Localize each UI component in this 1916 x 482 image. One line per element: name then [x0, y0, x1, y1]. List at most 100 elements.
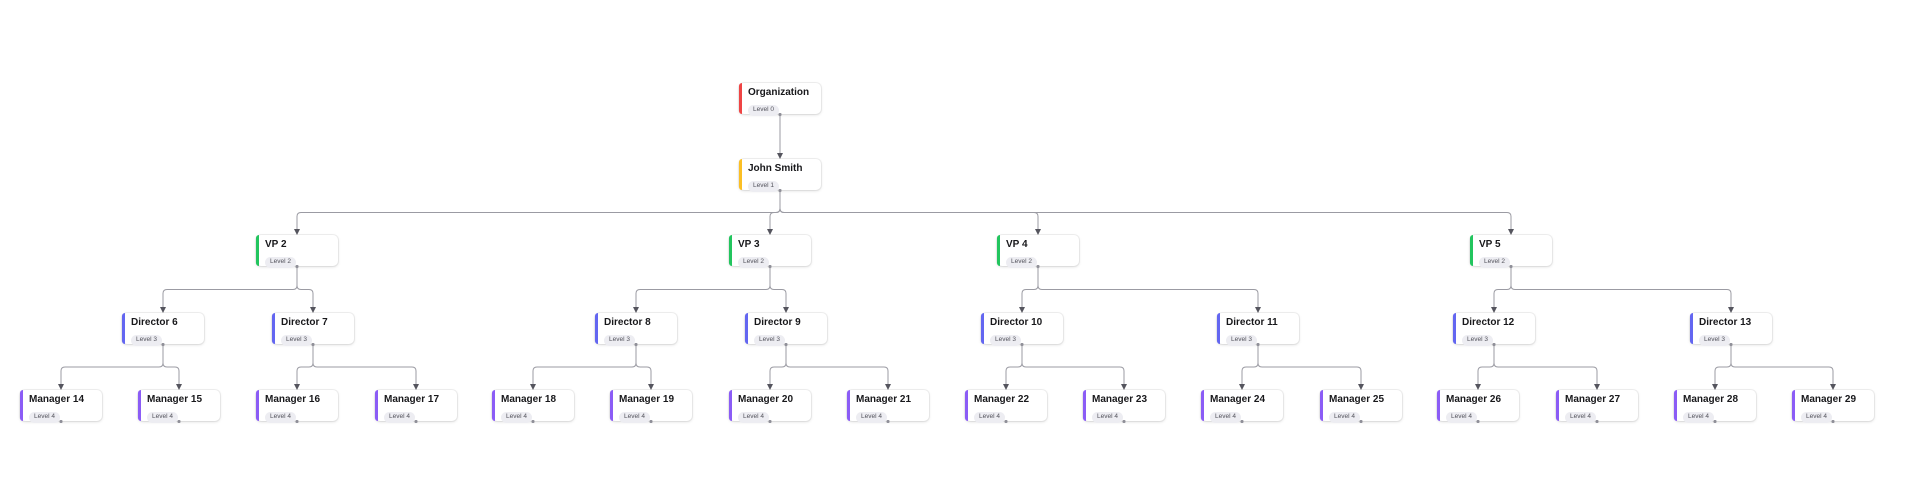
- handle-bottom[interactable]: [886, 420, 890, 423]
- level-badge: Level 3: [1699, 335, 1730, 346]
- level-accent-bar: [739, 159, 742, 190]
- node-title: Manager 22: [974, 394, 1030, 405]
- node-title: Director 7: [281, 317, 328, 328]
- handle-bottom[interactable]: [778, 189, 782, 192]
- handle-bottom[interactable]: [531, 420, 535, 423]
- level-accent-bar: [1437, 390, 1440, 421]
- edge-john-vp5: [779, 190, 1514, 235]
- node-title: John Smith: [748, 163, 803, 174]
- level-accent-bar: [20, 390, 23, 421]
- edge-d8-m18: [530, 344, 637, 390]
- handle-bottom[interactable]: [59, 420, 63, 423]
- level-badge: Level 4: [1801, 412, 1832, 423]
- level-accent-bar: [745, 313, 748, 344]
- handle-bottom[interactable]: [311, 343, 315, 346]
- handle-bottom[interactable]: [1020, 343, 1024, 346]
- handle-bottom[interactable]: [1240, 420, 1244, 423]
- handle-bottom[interactable]: [784, 343, 788, 346]
- edge-john-vp2: [294, 190, 781, 235]
- handle-bottom[interactable]: [1256, 343, 1260, 346]
- node-title: Organization: [748, 87, 810, 98]
- handle-bottom[interactable]: [778, 113, 782, 116]
- handle-bottom[interactable]: [1359, 420, 1363, 423]
- level-badge: Level 3: [1226, 335, 1257, 346]
- level-accent-bar: [272, 313, 275, 344]
- handle-bottom[interactable]: [1713, 420, 1717, 423]
- edge-vp2-d6: [160, 266, 298, 313]
- handle-bottom[interactable]: [1595, 420, 1599, 423]
- handle-bottom[interactable]: [414, 420, 418, 423]
- handle-bottom[interactable]: [1729, 343, 1733, 346]
- level-badge: Level 3: [281, 335, 312, 346]
- level-accent-bar: [595, 313, 598, 344]
- handle-bottom[interactable]: [1476, 420, 1480, 423]
- handle-bottom[interactable]: [1492, 343, 1496, 346]
- node-title: VP 2: [265, 239, 287, 250]
- level-accent-bar: [1674, 390, 1677, 421]
- handle-bottom[interactable]: [1004, 420, 1008, 423]
- node-title: Manager 15: [147, 394, 203, 405]
- edge-d6-m14: [58, 344, 164, 390]
- handle-bottom[interactable]: [768, 420, 772, 423]
- handle-bottom[interactable]: [649, 420, 653, 423]
- edge-d10-m22: [1003, 344, 1023, 390]
- level-badge: Level 4: [619, 412, 650, 423]
- node-title: Manager 19: [619, 394, 675, 405]
- handle-bottom[interactable]: [1831, 420, 1835, 423]
- handle-bottom[interactable]: [634, 343, 638, 346]
- level-accent-bar: [965, 390, 968, 421]
- level-accent-bar: [1792, 390, 1795, 421]
- node-title: Manager 27: [1565, 394, 1621, 405]
- handle-bottom[interactable]: [177, 420, 181, 423]
- handle-bottom[interactable]: [1122, 420, 1126, 423]
- level-badge: Level 0: [748, 105, 779, 116]
- handle-bottom[interactable]: [295, 265, 299, 268]
- org-node-m19[interactable]: Manager 19 Level 4: [610, 390, 692, 423]
- edge-vp2-d7: [296, 266, 316, 313]
- edge-vp4-d10: [1019, 266, 1039, 313]
- org-node-d7[interactable]: Director 7 Level 3: [272, 313, 354, 346]
- handle-bottom[interactable]: [1036, 265, 1040, 268]
- handle-bottom[interactable]: [161, 343, 165, 346]
- edge-d11-m25: [1257, 344, 1364, 390]
- handle-bottom[interactable]: [1509, 265, 1513, 268]
- handle-bottom[interactable]: [768, 265, 772, 268]
- handle-bottom[interactable]: [295, 420, 299, 423]
